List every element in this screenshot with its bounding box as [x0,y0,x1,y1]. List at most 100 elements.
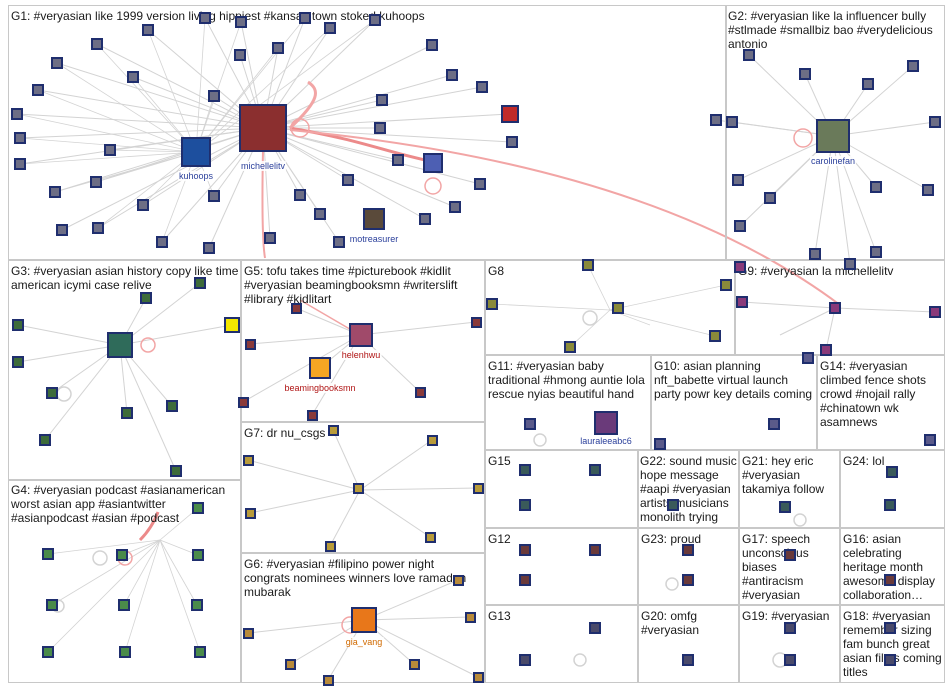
node-avatar[interactable] [799,68,811,80]
node-avatar[interactable] [779,501,791,513]
node-avatar[interactable] [524,418,536,430]
node-avatar[interactable] [929,306,941,318]
node-avatar[interactable] [264,232,276,244]
node-label-helenhwu[interactable]: helenhwu [341,350,382,360]
node-avatar[interactable] [409,659,420,670]
node-avatar[interactable] [42,646,54,658]
node-motreasurer[interactable] [363,208,385,230]
node-avatar[interactable] [307,410,318,421]
node-avatar[interactable] [285,659,296,670]
node-avatar[interactable] [92,222,104,234]
node-avatar[interactable] [844,258,856,270]
node-avatar[interactable] [870,181,882,193]
node-label-michellelitv[interactable]: michellelitv [240,161,286,171]
node-avatar[interactable] [142,24,154,36]
node-avatar[interactable] [104,144,116,156]
node-avatar[interactable] [519,499,531,511]
node-avatar[interactable] [564,341,576,353]
node-beamingbooksmn[interactable] [309,357,331,379]
node-avatar[interactable] [374,122,386,134]
node-avatar[interactable] [291,303,302,314]
node-avatar[interactable] [121,407,133,419]
node-avatar[interactable] [929,116,941,128]
node-avatar[interactable] [465,612,476,623]
node-bts[interactable] [224,317,240,333]
node-avatar[interactable] [589,544,601,556]
node-avatar[interactable] [654,438,666,450]
node-avatar[interactable] [473,672,484,683]
node-avatar[interactable] [294,189,306,201]
node-avatar[interactable] [506,136,518,148]
node-avatar[interactable] [784,654,796,666]
node-avatar[interactable] [49,186,61,198]
node-avatar[interactable] [191,599,203,611]
node-avatar[interactable] [473,483,484,494]
node-avatar[interactable] [476,81,488,93]
node-avatar[interactable] [589,464,601,476]
node-avatar[interactable] [720,279,732,291]
node-avatar[interactable] [870,246,882,258]
node-avatar[interactable] [324,22,336,34]
node-avatar[interactable] [682,574,694,586]
node-avatar[interactable] [56,224,68,236]
node-avatar[interactable] [333,236,345,248]
node-avatar[interactable] [486,298,498,310]
node-avatar[interactable] [743,49,755,61]
node-avatar[interactable] [884,574,896,586]
node-avatar[interactable] [736,296,748,308]
node-avatar[interactable] [208,190,220,202]
node-avatar[interactable] [427,435,438,446]
node-avatar[interactable] [14,132,26,144]
node-avatar[interactable] [376,94,388,106]
node-avatar[interactable] [922,184,934,196]
node-gia-vang[interactable] [351,607,377,633]
node-avatar[interactable] [272,42,284,54]
node-avatar[interactable] [519,464,531,476]
node-avatar[interactable] [235,16,247,28]
node-avatar[interactable] [471,317,482,328]
node-avatar[interactable] [924,434,936,446]
node-avatar[interactable] [245,339,256,350]
node-helenhwu[interactable] [349,323,373,347]
node-avatar[interactable] [419,213,431,225]
node-g1-side[interactable] [423,153,443,173]
node-avatar[interactable] [667,499,679,511]
node-avatar[interactable] [907,60,919,72]
node-avatar[interactable] [90,176,102,188]
node-avatar[interactable] [208,90,220,102]
node-avatar[interactable] [862,78,874,90]
node-avatar[interactable] [194,277,206,289]
node-avatar[interactable] [166,400,178,412]
node-avatar[interactable] [884,654,896,666]
node-avatar[interactable] [820,344,832,356]
node-avatar[interactable] [119,646,131,658]
node-avatar[interactable] [116,549,128,561]
node-avatar[interactable] [156,236,168,248]
node-avatar[interactable] [732,174,744,186]
node-veryasian-hub[interactable] [107,332,133,358]
node-label-kuhoops[interactable]: kuhoops [178,171,214,181]
node-avatar[interactable] [325,541,336,552]
node-avatar[interactable] [449,201,461,213]
node-michellelitv[interactable] [239,104,287,152]
node-avatar[interactable] [734,220,746,232]
node-label-carolinefan[interactable]: carolinefan [810,156,856,166]
node-avatar[interactable] [323,675,334,686]
node-avatar[interactable] [829,302,841,314]
node-label-lauraleeabc6[interactable]: lauraleeabc6 [579,436,633,446]
node-avatar[interactable] [453,575,464,586]
node-carolinefan[interactable] [816,119,850,153]
node-avatar[interactable] [127,71,139,83]
node-avatar[interactable] [192,549,204,561]
node-g1-side2[interactable] [501,105,519,123]
node-kuhoops[interactable] [181,137,211,167]
node-lauraleeabc6[interactable] [594,411,618,435]
node-avatar[interactable] [726,116,738,128]
node-avatar[interactable] [784,622,796,634]
node-avatar[interactable] [14,158,26,170]
node-avatar[interactable] [299,12,311,24]
node-avatar[interactable] [886,466,898,478]
node-avatar[interactable] [12,319,24,331]
node-avatar[interactable] [589,622,601,634]
node-avatar[interactable] [682,544,694,556]
